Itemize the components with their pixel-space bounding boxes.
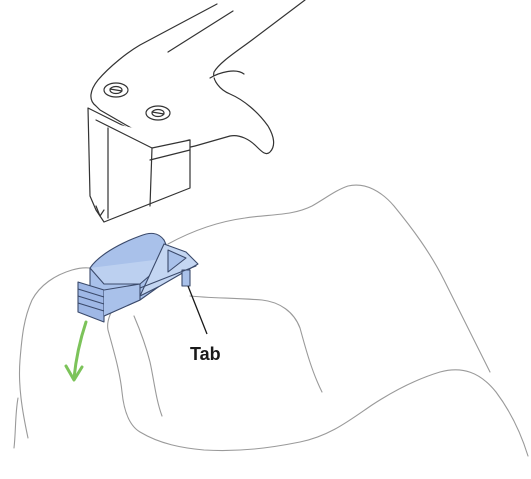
cartridge-headshell <box>88 0 305 222</box>
tab-callout-label: Tab <box>190 344 221 364</box>
arrow-down-curved-icon <box>66 322 86 380</box>
tab-leader-line <box>188 286 207 334</box>
hand-outline <box>14 185 528 456</box>
stylus-assembly <box>78 233 198 322</box>
